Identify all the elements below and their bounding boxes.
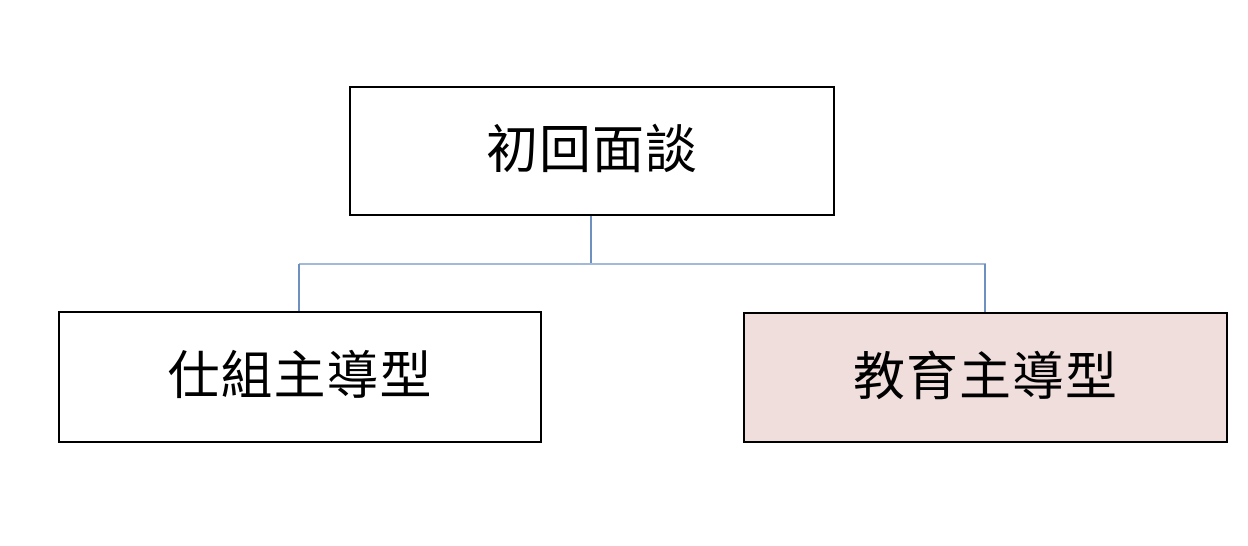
- connector-left-drop: [298, 264, 300, 311]
- connector-root-stem: [590, 216, 592, 264]
- child-node-right: 教育主導型: [743, 312, 1228, 443]
- child-node-left-label: 仕組主導型: [167, 348, 433, 406]
- connector-crossbar: [299, 263, 986, 265]
- connector-right-drop: [984, 264, 986, 312]
- root-node: 初回面談: [349, 86, 835, 216]
- child-node-left: 仕組主導型: [58, 311, 542, 443]
- child-node-right-label: 教育主導型: [852, 348, 1118, 407]
- root-node-label: 初回面談: [485, 122, 698, 180]
